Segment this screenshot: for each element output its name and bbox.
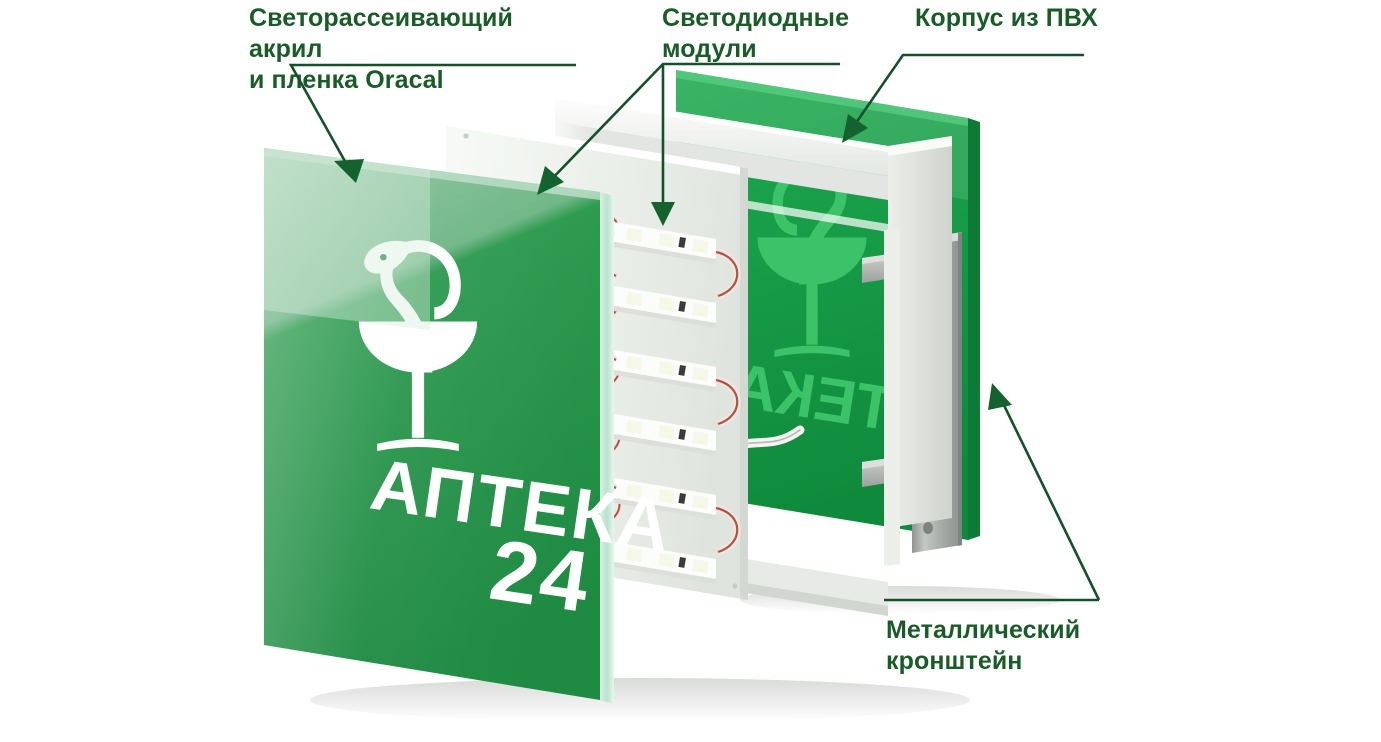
front-panel-edge (600, 192, 614, 704)
front-acrylic-panel: АПТЕКА 24 (264, 148, 677, 704)
label-metal-bracket: Металлический кронштейн (886, 616, 1081, 675)
led-module (614, 350, 716, 392)
led-module (614, 222, 716, 264)
ground-shadow (310, 678, 970, 722)
led-module (614, 286, 716, 328)
front-panel-number: 24 (484, 522, 596, 631)
led-module (614, 414, 716, 456)
led-module (614, 542, 716, 584)
label-pvc-body: Корпус из ПВХ (915, 4, 1098, 32)
led-module (614, 478, 716, 520)
led-module-column-front (592, 222, 741, 584)
bracket-screw-hole (923, 522, 933, 534)
label-led-modules: Светодиодные модули (662, 4, 850, 63)
